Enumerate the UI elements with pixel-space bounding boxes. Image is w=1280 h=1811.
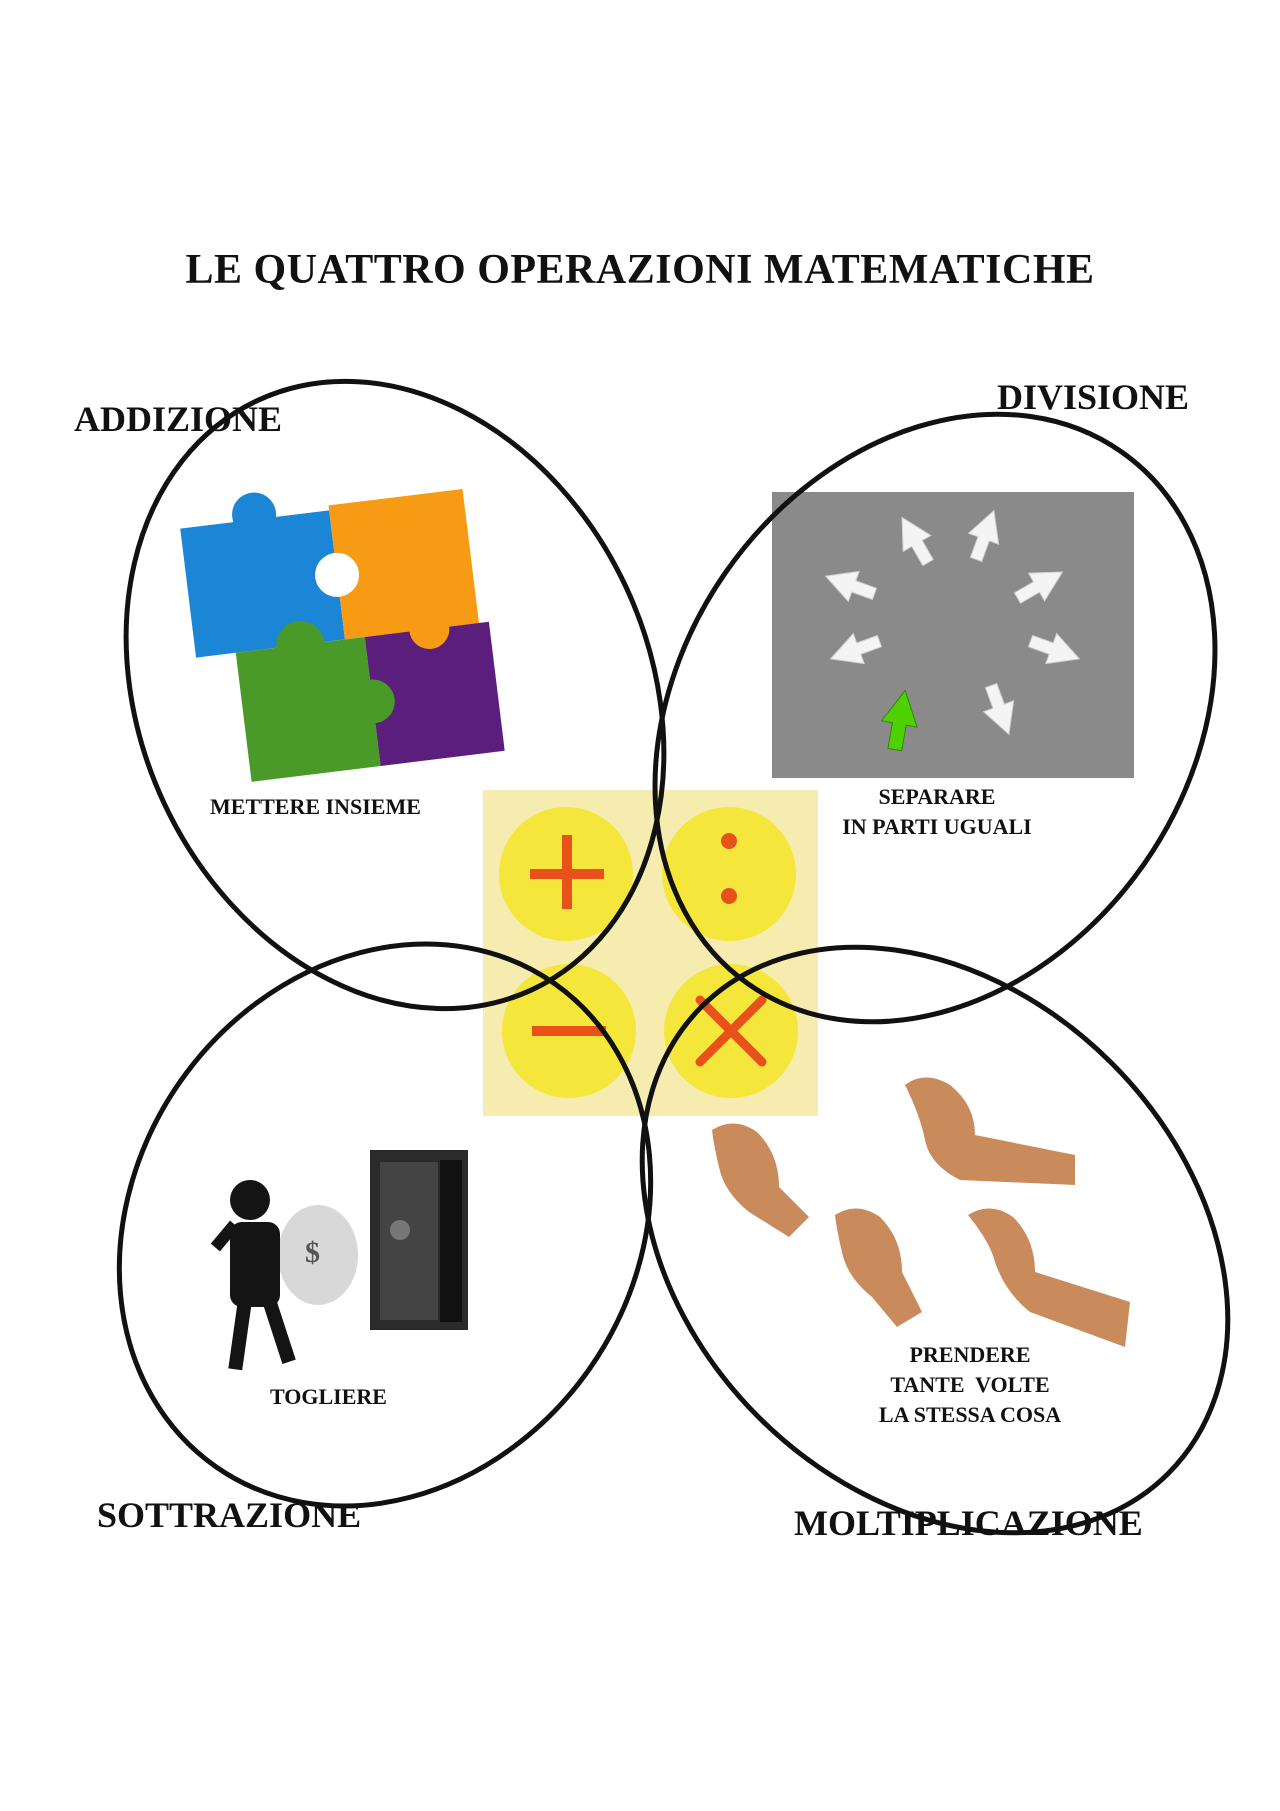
ellipse-moltiplicazione — [639, 944, 1231, 1536]
colon-icon — [662, 807, 796, 941]
arrow-icon — [982, 682, 1015, 736]
arrow-icon — [1027, 632, 1081, 665]
puzzle-piece-orange — [315, 488, 479, 640]
label-sottrazione: SOTTRAZIONE — [97, 1495, 362, 1535]
arrow-icon — [901, 516, 934, 567]
plus-icon — [499, 807, 633, 941]
safe-icon — [370, 1150, 468, 1330]
hand-icon — [712, 1123, 809, 1237]
money-bag-icon: $ — [278, 1205, 358, 1305]
page-title: LE QUATTRO OPERAZIONI MATEMATICHE — [185, 247, 1095, 293]
label-divisione: DIVISIONE — [997, 377, 1190, 417]
desc-addizione: METTERE INSIEME — [210, 794, 421, 819]
desc-moltiplicazione-line: TANTE VOLTE — [890, 1372, 1050, 1397]
minus-icon — [502, 964, 636, 1098]
arrows-image — [772, 492, 1134, 778]
desc-divisione-line: IN PARTI UGUALI — [842, 814, 1032, 839]
desc-sottrazione: TOGLIERE — [270, 1384, 387, 1409]
arrows-background — [772, 492, 1134, 778]
arrow-icon — [1013, 571, 1064, 604]
arrow-icon — [824, 570, 878, 603]
ellipses — [116, 378, 1231, 1536]
desc-moltiplicazione-line: PRENDERE — [909, 1342, 1031, 1367]
times-icon — [664, 964, 798, 1098]
ellipse-divisione — [652, 411, 1218, 1025]
puzzle-piece-purple — [350, 609, 505, 766]
puzzle-piece-green — [235, 620, 381, 782]
desc-moltiplicazione: PRENDERE TANTE VOLTE LA STESSA COSA — [850, 1340, 1090, 1430]
hand-icon — [968, 1208, 1130, 1347]
svg-text:$: $ — [305, 1236, 320, 1269]
desc-moltiplicazione-line: LA STESSA COSA — [878, 1402, 1062, 1427]
desc-divisione-line: SEPARARE — [878, 784, 996, 809]
desc-divisione: SEPARARE IN PARTI UGUALI — [822, 782, 1052, 842]
hand-icon — [835, 1208, 922, 1327]
thief-icon — [210, 1180, 296, 1371]
ellipse-addizione — [123, 378, 667, 1012]
puzzle-image — [180, 488, 505, 782]
arrow-icon — [829, 632, 883, 665]
green-arrow-icon — [880, 689, 918, 752]
hands-image — [712, 1077, 1130, 1347]
puzzle-piece-blue — [180, 492, 345, 658]
hand-icon — [905, 1077, 1075, 1185]
ellipse-sottrazione — [116, 941, 654, 1509]
arrow-icon — [967, 509, 1000, 563]
thief-safe-image: $ — [210, 1150, 468, 1371]
